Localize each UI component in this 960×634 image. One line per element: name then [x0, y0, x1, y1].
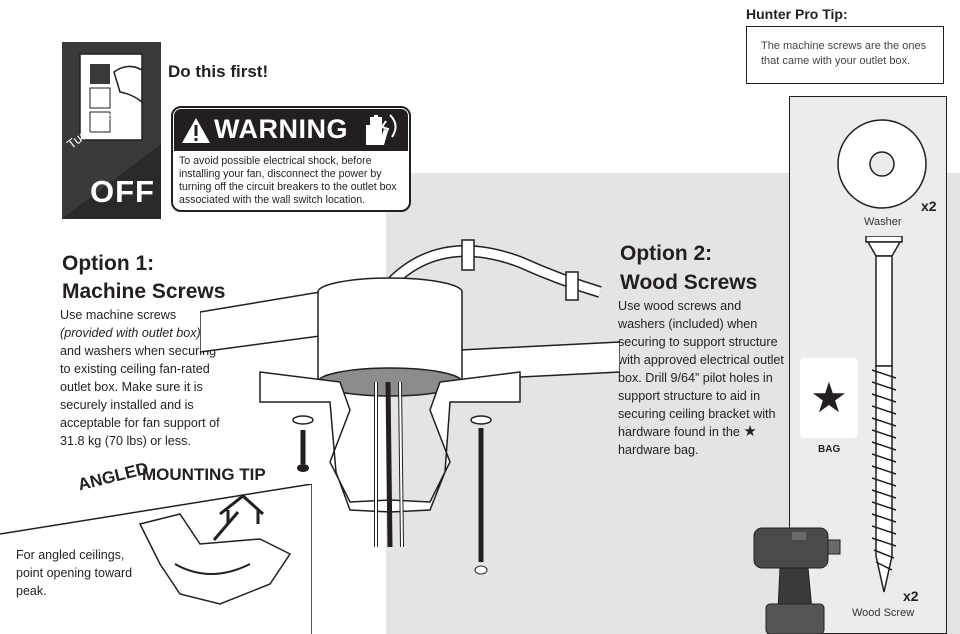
mounting-tip-heading: MOUNTING TIP [142, 465, 266, 484]
light-switch-icon [62, 53, 161, 219]
wood-screw-icon [865, 236, 903, 593]
shock-hand-icon [366, 114, 397, 145]
ceiling-bracket-illustration [200, 239, 620, 575]
option2-subtitle: Wood Screws [620, 271, 758, 294]
warning-text: To avoid possible electrical shock, befo… [179, 155, 397, 206]
bag-label: BAG [818, 444, 841, 455]
power-drill-icon [753, 527, 841, 634]
washer-quantity: x2 [921, 198, 937, 214]
pro-tip-text: The machine screws are the ones that cam… [761, 40, 927, 67]
angled-tip-text: For angled ceilings, point opening towar… [16, 548, 133, 598]
wood-screw-quantity: x2 [903, 588, 919, 604]
option1-line1: Use machine screws [60, 308, 177, 322]
option2-description: Use wood screws and washers (included) w… [618, 297, 786, 459]
off-label: OFF [90, 174, 155, 209]
pro-tip-title: Hunter Pro Tip: [746, 6, 848, 22]
option2-title: Option 2: [620, 242, 713, 265]
angled-tip-box [0, 484, 312, 634]
do-this-first-heading: Do this first! [168, 62, 269, 81]
pro-tip-box: The machine screws are the ones that cam… [746, 26, 944, 84]
option1-rest: and washers when securing to existing ce… [60, 344, 220, 448]
option1-title: Option 1: [62, 252, 155, 275]
warning-title: WARNING [214, 114, 348, 144]
option1-subtitle: Machine Screws [62, 280, 226, 303]
option2-text-after: hardware bag. [618, 443, 699, 457]
washer-icon [837, 119, 927, 209]
option1-description: Use machine screws (provided with outlet… [60, 306, 228, 450]
option1-line2: (provided with outlet box) [60, 326, 201, 340]
bag-star-icon: ★ [810, 374, 848, 421]
turn-power-off-panel [62, 42, 161, 219]
warning-triangle-icon [182, 118, 210, 143]
star-icon: ★ [743, 423, 757, 440]
washer-label: Washer [864, 216, 902, 228]
wood-screw-label: Wood Screw [852, 607, 915, 619]
option2-text: Use wood screws and washers (included) w… [618, 299, 784, 439]
hardware-bag: ★ [800, 358, 858, 438]
